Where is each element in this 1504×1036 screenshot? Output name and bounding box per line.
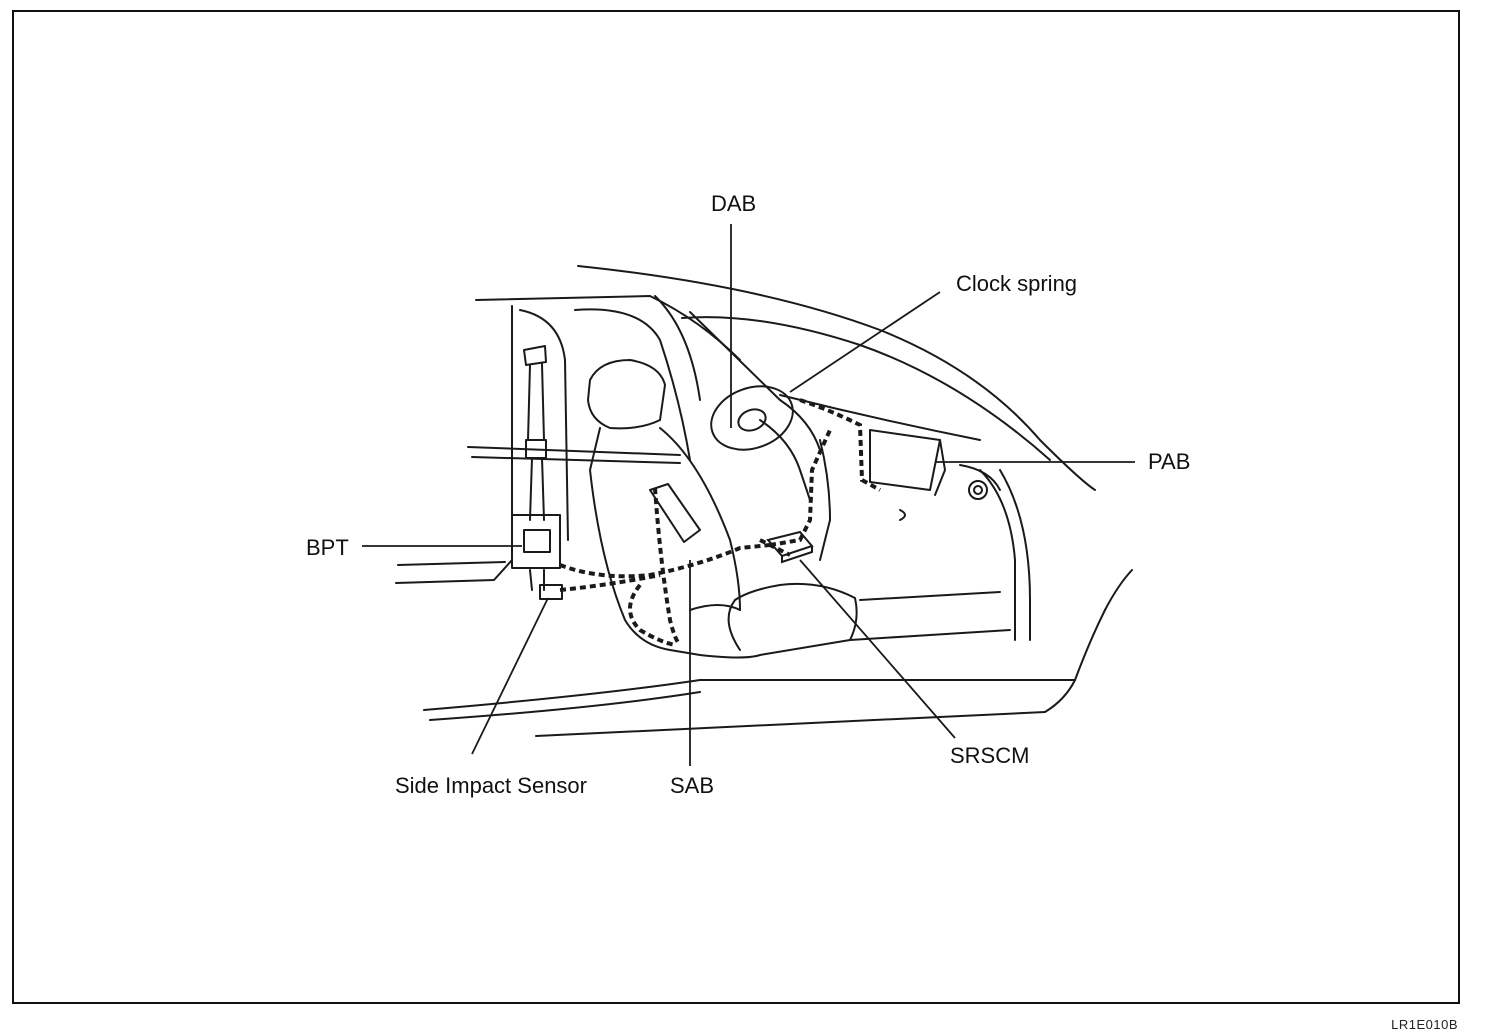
driver-seat: [587, 359, 858, 659]
srscm-unit: [766, 530, 814, 564]
label-dab: DAB: [711, 191, 757, 216]
belt-pretensioner: [511, 345, 563, 600]
leader-clock-spring: [789, 291, 941, 393]
label-clock-spring: Clock spring: [956, 271, 1078, 296]
steering-wheel: [710, 385, 821, 501]
srs-wiring-harness: [559, 398, 881, 647]
figure-frame: [12, 10, 1460, 1004]
label-bpt: BPT: [306, 535, 349, 560]
label-sab: SAB: [670, 773, 715, 798]
label-side-impact-sensor: Side Impact Sensor: [395, 773, 587, 798]
car-body-outline: [395, 265, 1133, 737]
leader-side-impact-sensor: [471, 597, 549, 755]
label-pab: PAB: [1148, 449, 1191, 474]
label-srscm: SRSCM: [950, 743, 1030, 768]
leader-srscm: [799, 559, 956, 739]
figure-code: LR1E010B: [1391, 1017, 1458, 1032]
leader-lines: [362, 224, 1135, 766]
